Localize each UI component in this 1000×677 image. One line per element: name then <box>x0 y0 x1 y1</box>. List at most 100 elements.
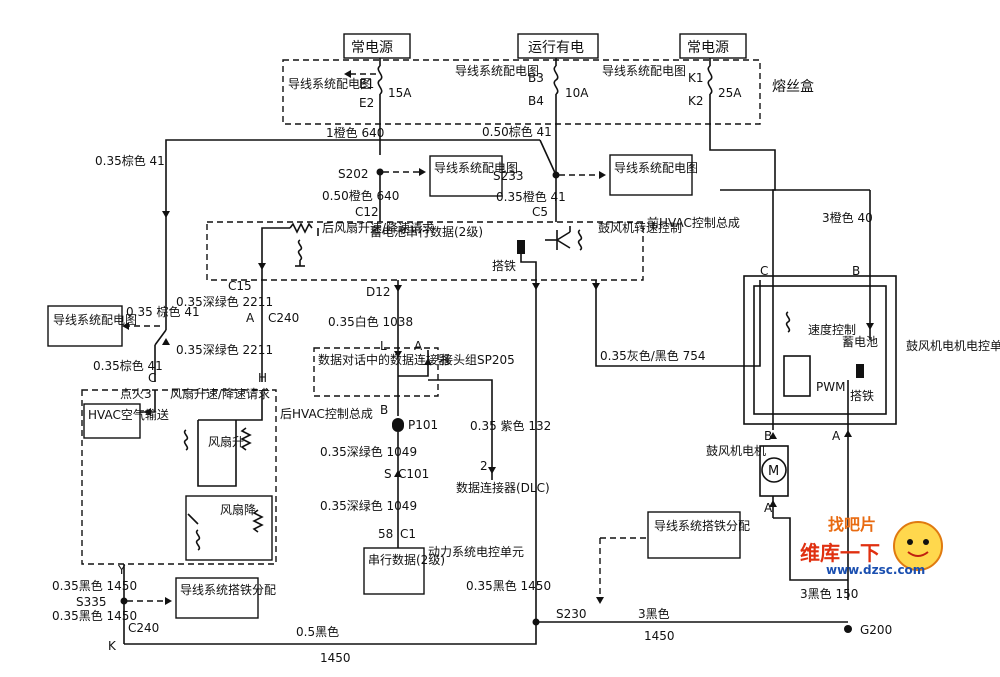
watermark: 找吧片 维库一下 www.dzsc.com <box>800 515 943 577</box>
fuse-box-outline <box>282 59 761 125</box>
sp205-outline <box>313 347 439 397</box>
blower-speed-coil <box>785 311 791 333</box>
wire-2211-b: 0.35深绿色 2211 <box>176 342 273 357</box>
power-source-left: 常电源 <box>351 40 393 56</box>
rear-hvac-label: 后HVAC控制总成 <box>280 407 373 421</box>
c101-pin: S <box>384 467 392 481</box>
fuse-k-in: K1 <box>688 71 704 85</box>
power-source-left-box <box>343 33 411 59</box>
fuse-k-out: K2 <box>688 94 704 108</box>
fuse-box-label: 熔丝盒 <box>772 78 814 95</box>
wire-754: 0.35灰色/黑色 754 <box>600 349 705 363</box>
fuse-k-rating: 25A <box>718 86 742 100</box>
fuse-e-rating: 15A <box>388 86 412 100</box>
rear-hvac-up-coil <box>183 429 189 451</box>
power-source-middle: 运行有电 <box>528 40 584 56</box>
wire-1038: 0.35白色 1038 <box>328 314 413 329</box>
fuse-ref-right: 导线系统配电图 <box>602 64 686 78</box>
s233-ref: 导线系统配电图 <box>614 161 698 175</box>
wire-1450-bottom-num: 1450 <box>320 651 351 665</box>
rear-hvac-fan-req: 风扇升速/降速请求 <box>170 386 270 401</box>
blower-speed-ctrl: 速度控制 <box>808 322 856 337</box>
s233-ref-box <box>609 154 693 196</box>
wire-150: 3黑色 150 <box>800 587 858 601</box>
motor-pin-a: A <box>764 501 773 515</box>
pin-k: K <box>108 639 117 653</box>
wire-1049-a: 0.35深绿色 1049 <box>320 444 417 459</box>
fuse-e-in: E1 <box>359 77 374 91</box>
pwm-transistor <box>783 355 811 397</box>
fuse-b <box>553 65 559 95</box>
power-source-right-box <box>679 33 747 59</box>
connector-c12: C12 <box>355 205 379 219</box>
fuse-b-out: B4 <box>528 94 544 108</box>
wire-3black-mid-num: 1450 <box>644 629 675 643</box>
wire-132: 0.35 紫色 132 <box>470 419 551 433</box>
rear-hvac-fan-up: 风扇升 <box>208 434 244 449</box>
blower-pin-b: B <box>852 264 860 278</box>
connector-c1: C1 <box>400 527 416 541</box>
front-hvac-label: 前HVAC控制总成 <box>647 215 740 230</box>
wire-1049-b: 0.35深绿色 1049 <box>320 498 417 513</box>
blower-ground-symbol <box>856 364 864 378</box>
splice-s233: S233 <box>493 169 524 183</box>
left-ref-box <box>47 305 123 347</box>
rear-hvac-outline <box>81 389 277 565</box>
rear-hvac-down-coil <box>195 529 201 551</box>
blower-pwm: PWM <box>816 380 845 394</box>
blower-battery: 蓄电池 <box>842 335 878 349</box>
front-hvac-coil <box>297 239 303 261</box>
rear-hvac-up-resistor <box>240 427 252 451</box>
wire-640-top: 1橙色 640 <box>326 125 384 140</box>
connector-c240-k: C240 <box>128 621 159 635</box>
connector-c240-a: C240 <box>268 311 299 325</box>
power-source-right: 常电源 <box>687 40 729 56</box>
rear-hvac-fan-down: 风扇降 <box>220 502 256 517</box>
wire-1450-k: 0.35黑色 1450 <box>52 609 137 623</box>
rear-hvac-air-box <box>83 403 141 439</box>
left-ref: 导线系统配电图 <box>53 313 137 327</box>
pin-c: C <box>148 371 156 385</box>
blower-motor-label: 鼓风机电机 <box>706 444 766 458</box>
connector-c15: C15 <box>228 279 252 293</box>
ground-ref-box <box>647 511 741 559</box>
blower-ground: 搭铁 <box>850 389 874 403</box>
dlc-pin: 2 <box>480 459 488 473</box>
blower-unit-inner <box>753 285 887 415</box>
power-source-middle-box <box>517 33 599 59</box>
rear-hvac-down-resistor <box>252 509 264 533</box>
pin-a-sp: A <box>414 339 423 353</box>
splice-s230: S230 <box>556 607 587 621</box>
blower-unit-label: 鼓风机电机电控单元 <box>906 339 1000 353</box>
front-hvac-ground-symbol <box>517 240 525 254</box>
blower-motor-circle <box>761 457 787 483</box>
rear-hvac-air: HVAC空气输送 <box>88 407 169 422</box>
sp205-label: 接头组SP205 <box>441 352 515 367</box>
watermark-url: www.dzsc.com <box>826 563 925 577</box>
front-hvac-outline <box>206 221 644 281</box>
splice-g200: G200 <box>860 623 892 637</box>
blower-motor-symbol: M <box>768 464 779 479</box>
p101-connector <box>392 418 404 432</box>
pin-y: Y <box>117 563 126 577</box>
rear-hvac-ignition: 点火3 <box>120 387 152 401</box>
fuse-b-in: B3 <box>528 71 544 85</box>
front-hvac-blower-speed: 鼓风机转速控制 <box>598 220 682 235</box>
blower-motor-frame <box>759 445 789 497</box>
s202-ref: 导线系统配电图 <box>434 161 518 175</box>
fuse-b-rating: 10A <box>565 86 589 100</box>
fuse-e <box>377 65 383 95</box>
connector-c101: C101 <box>398 467 429 481</box>
front-hvac-rear-fan-req: 后风扇升速/降速请求 <box>322 220 434 235</box>
splice-s202: S202 <box>338 167 369 181</box>
connector-c240-a-pin: A <box>246 311 255 325</box>
blower-pin-b2: B <box>764 429 772 443</box>
pin-b-sp: B <box>380 403 388 417</box>
wire-1450-y: 0.35黑色 1450 <box>52 579 137 593</box>
pin-l: L <box>380 339 387 353</box>
fuse-ref-middle: 导线系统配电图 <box>455 64 539 78</box>
blower-pin-a: A <box>832 429 841 443</box>
front-hvac-ground: 搭铁 <box>492 259 516 273</box>
s202-ref-box <box>429 155 503 197</box>
